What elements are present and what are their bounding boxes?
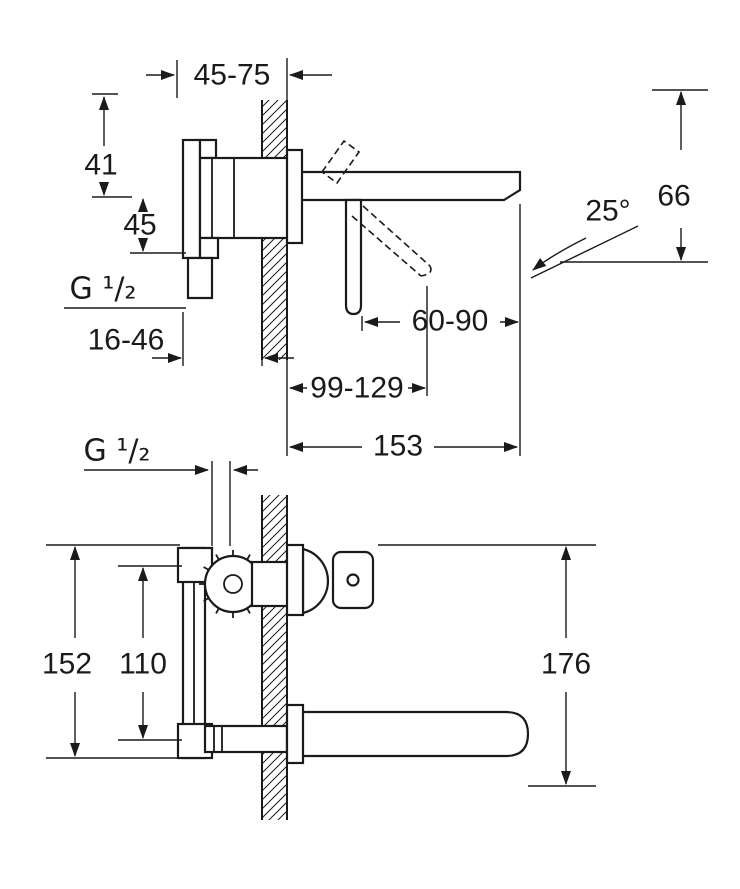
handle-escutcheon xyxy=(285,543,305,617)
dim-spout-length-label: 153 xyxy=(373,430,423,463)
handle-forward-position xyxy=(351,215,422,277)
body-top-tab xyxy=(198,138,218,160)
handle-screw xyxy=(346,573,360,587)
handle-alt-positions xyxy=(320,139,432,277)
wall-hatch xyxy=(262,495,287,820)
spout-side xyxy=(298,170,522,202)
angle-label: 25° xyxy=(585,195,630,228)
dim-overall-height-label: 176 xyxy=(541,648,591,681)
dim-lever-reach: 60-90 xyxy=(361,305,519,338)
angle-annotation: 25° xyxy=(530,195,639,279)
dim-height-upper: 41 xyxy=(84,93,132,198)
concealed-body xyxy=(181,138,290,300)
dim-port-spacing-label: 110 xyxy=(119,648,167,681)
handle-forward-position xyxy=(362,205,431,267)
dim-body-span-label: 152 xyxy=(42,648,92,681)
cartridge-center xyxy=(223,574,243,594)
front-view: G ¹/₂ 152 110 176 xyxy=(42,434,596,820)
thread-callout: G ¹/₂ xyxy=(84,434,258,546)
spout-front xyxy=(300,710,530,758)
mounting-plate xyxy=(181,138,202,260)
thread-callout: G ¹/₂ xyxy=(64,272,186,309)
dim-embed-depth-label: 45-75 xyxy=(194,59,271,92)
handle-forward-tip xyxy=(420,265,432,277)
handle-lever-side xyxy=(344,198,363,316)
mounting-body xyxy=(176,546,294,760)
dim-overall-height: 176 xyxy=(378,544,596,787)
angle-line xyxy=(530,225,639,279)
dim-port-spacing: 110 xyxy=(118,565,182,741)
dim-spout-drop-label: 66 xyxy=(657,180,690,213)
thread-label: G ¹/₂ xyxy=(84,434,151,469)
dim-lever-tip: 99-129 xyxy=(289,286,428,405)
escutcheon-side xyxy=(285,148,304,245)
wall-section xyxy=(261,495,288,820)
handle-dome xyxy=(301,547,329,615)
handle-trim xyxy=(285,543,375,617)
dim-height-lower: 45 xyxy=(123,198,186,254)
angle-arc-arrow xyxy=(532,237,587,271)
dim-lever-tip-label: 99-129 xyxy=(310,372,403,405)
dim-plate-to-wall-label: 16-46 xyxy=(88,324,165,357)
dim-lever-reach-label: 60-90 xyxy=(412,305,489,338)
valve-body xyxy=(198,156,290,240)
body-bottom-tab xyxy=(198,236,220,260)
dim-body-span: 152 xyxy=(42,544,180,759)
dim-height-upper-label: 41 xyxy=(84,149,117,182)
spout-trim xyxy=(285,703,530,765)
side-view: 25° 45-75 41 45 xyxy=(64,58,708,463)
valve-through-wall xyxy=(250,560,294,608)
dim-plate-to-wall: 16-46 xyxy=(88,312,294,366)
spout-supply-pipe xyxy=(203,724,289,754)
dim-height-lower-label: 45 xyxy=(123,209,156,242)
handle-up-position xyxy=(320,139,361,185)
spout-escutcheon xyxy=(285,703,305,765)
inlet-stub xyxy=(186,256,214,300)
dim-spout-length: 153 xyxy=(286,204,521,463)
thread-label: G ¹/₂ xyxy=(70,272,137,307)
dim-spout-drop: 66 xyxy=(560,89,708,263)
dim-embed-depth: 45-75 xyxy=(146,58,332,100)
